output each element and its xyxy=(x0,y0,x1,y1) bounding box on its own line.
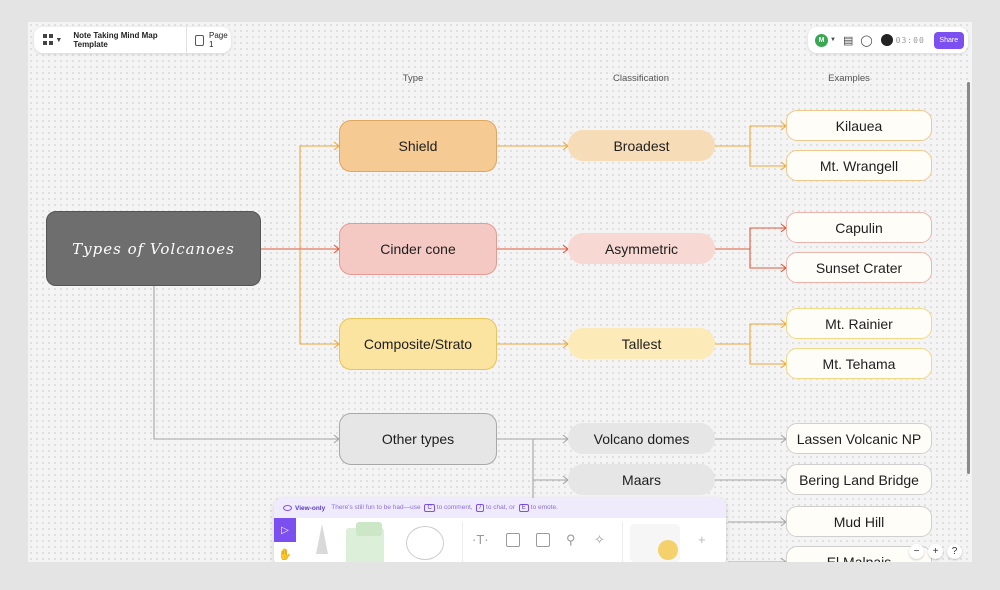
connector-asymmetric-sunset xyxy=(749,249,786,269)
connector-root-shield xyxy=(261,145,339,250)
connector-tallest-rainier xyxy=(715,323,786,345)
example-node-mt-tehama[interactable]: Mt. Tehama xyxy=(786,348,932,379)
tool-row: ▷ ✋ ·T· ⚲ ✧ + xyxy=(274,518,726,562)
chevron-down-icon[interactable]: ▼ xyxy=(55,36,63,44)
bottom-toolbar: View-only There's still fun to be had—us… xyxy=(274,498,726,562)
plus-icon[interactable]: + xyxy=(698,532,706,547)
connector-asymmetric-capulin xyxy=(715,227,786,250)
timer-display[interactable]: 03:00 xyxy=(895,35,925,45)
class-node-tallest[interactable]: Tallest xyxy=(568,328,715,359)
emote-key: E xyxy=(518,504,529,512)
column-header-examples: Examples xyxy=(828,73,870,84)
text-tool-icon[interactable]: ·T· xyxy=(472,532,489,547)
connector-broadest-kilauea xyxy=(715,125,786,147)
smiley-sticker-icon[interactable] xyxy=(658,540,678,560)
comment-key: C xyxy=(424,504,435,512)
connector-other-maars xyxy=(532,439,568,481)
chevron-down-icon[interactable]: ▼ xyxy=(830,37,836,43)
marker-tool-icon[interactable] xyxy=(316,524,328,554)
zoom-controls: − + ? xyxy=(909,544,962,559)
hand-tool-icon[interactable]: ✋ xyxy=(278,548,292,561)
board-canvas[interactable]: Type Classification Examples Types of Vo… xyxy=(28,22,972,562)
hint-text-start: There's still fun to be had—use xyxy=(331,504,421,511)
page-icon[interactable] xyxy=(195,34,205,46)
divider xyxy=(462,522,463,562)
example-node-capulin[interactable]: Capulin xyxy=(786,212,932,243)
connector-root-composite xyxy=(299,249,339,345)
user-avatar[interactable]: M xyxy=(815,33,828,47)
shape-tool-icon[interactable] xyxy=(406,526,444,560)
type-node-cinder-cone[interactable]: Cinder cone xyxy=(339,223,497,275)
hint-text-emote: to emote. xyxy=(530,504,558,511)
chat-bubble-icon[interactable]: ◯ xyxy=(860,34,873,47)
example-node-sunset-crater[interactable]: Sunset Crater xyxy=(786,252,932,283)
column-header-classification: Classification xyxy=(613,73,669,84)
collab-toolbar: M ▼ ▤ ◯ 03:00 Share xyxy=(808,27,968,53)
layout-icon[interactable]: ▤ xyxy=(842,34,854,47)
sticky-note-stack xyxy=(356,522,382,536)
document-title[interactable]: Note Taking Mind Map Template xyxy=(73,31,158,49)
connector-layer xyxy=(153,121,787,562)
class-node-maars[interactable]: Maars xyxy=(568,464,715,495)
connector-root-other xyxy=(153,286,339,440)
page-selector[interactable]: Page 1 xyxy=(209,31,228,49)
connector-tallest-tehama xyxy=(749,344,786,365)
root-node[interactable]: Types of Volcanoes xyxy=(46,211,261,286)
type-node-composite[interactable]: Composite/Strato xyxy=(339,318,497,370)
stamp-tool-icon[interactable]: ⚲ xyxy=(566,532,576,547)
zoom-in-button[interactable]: + xyxy=(928,544,943,559)
table-tool-icon[interactable] xyxy=(536,533,550,547)
column-header-type: Type xyxy=(402,73,424,84)
chat-key: / xyxy=(476,504,485,512)
divider xyxy=(622,522,623,562)
figjam-menu-icon[interactable] xyxy=(43,34,53,46)
divider xyxy=(186,27,188,53)
type-node-other[interactable]: Other types xyxy=(339,413,497,465)
class-node-broadest[interactable]: Broadest xyxy=(568,130,715,161)
view-only-label: View-only xyxy=(295,504,326,512)
example-node-mt-rainier[interactable]: Mt. Rainier xyxy=(786,308,932,339)
hint-text-chat: to chat, or xyxy=(486,504,515,511)
example-node-lassen[interactable]: Lassen Volcanic NP xyxy=(786,423,932,454)
example-node-bering[interactable]: Bering Land Bridge xyxy=(786,464,932,495)
help-button[interactable]: ? xyxy=(947,544,962,559)
share-button[interactable]: Share xyxy=(933,31,964,49)
example-node-mud-hill[interactable]: Mud Hill xyxy=(786,506,932,537)
timer-icon[interactable] xyxy=(880,34,893,46)
widget-tool-icon[interactable]: ✧ xyxy=(594,532,605,547)
class-node-volcano-domes[interactable]: Volcano domes xyxy=(568,423,715,454)
example-node-kilauea[interactable]: Kilauea xyxy=(786,110,932,141)
vertical-scrollbar[interactable] xyxy=(967,82,970,474)
example-node-mt-wrangell[interactable]: Mt. Wrangell xyxy=(786,150,932,181)
view-only-banner: View-only There's still fun to be had—us… xyxy=(274,498,726,518)
cursor-tool-icon[interactable]: ▷ xyxy=(274,518,296,542)
eye-icon xyxy=(283,505,292,511)
class-node-asymmetric[interactable]: Asymmetric xyxy=(568,233,715,264)
arrowhead xyxy=(780,557,787,562)
section-tool-icon[interactable] xyxy=(506,533,520,547)
hint-text-comment: to comment, xyxy=(436,504,473,511)
file-menu-bar: ▼ Note Taking Mind Map Template Page 1 xyxy=(34,27,231,53)
zoom-out-button[interactable]: − xyxy=(909,544,924,559)
type-node-shield[interactable]: Shield xyxy=(339,120,497,172)
connector-broadest-wrangell xyxy=(749,146,786,167)
